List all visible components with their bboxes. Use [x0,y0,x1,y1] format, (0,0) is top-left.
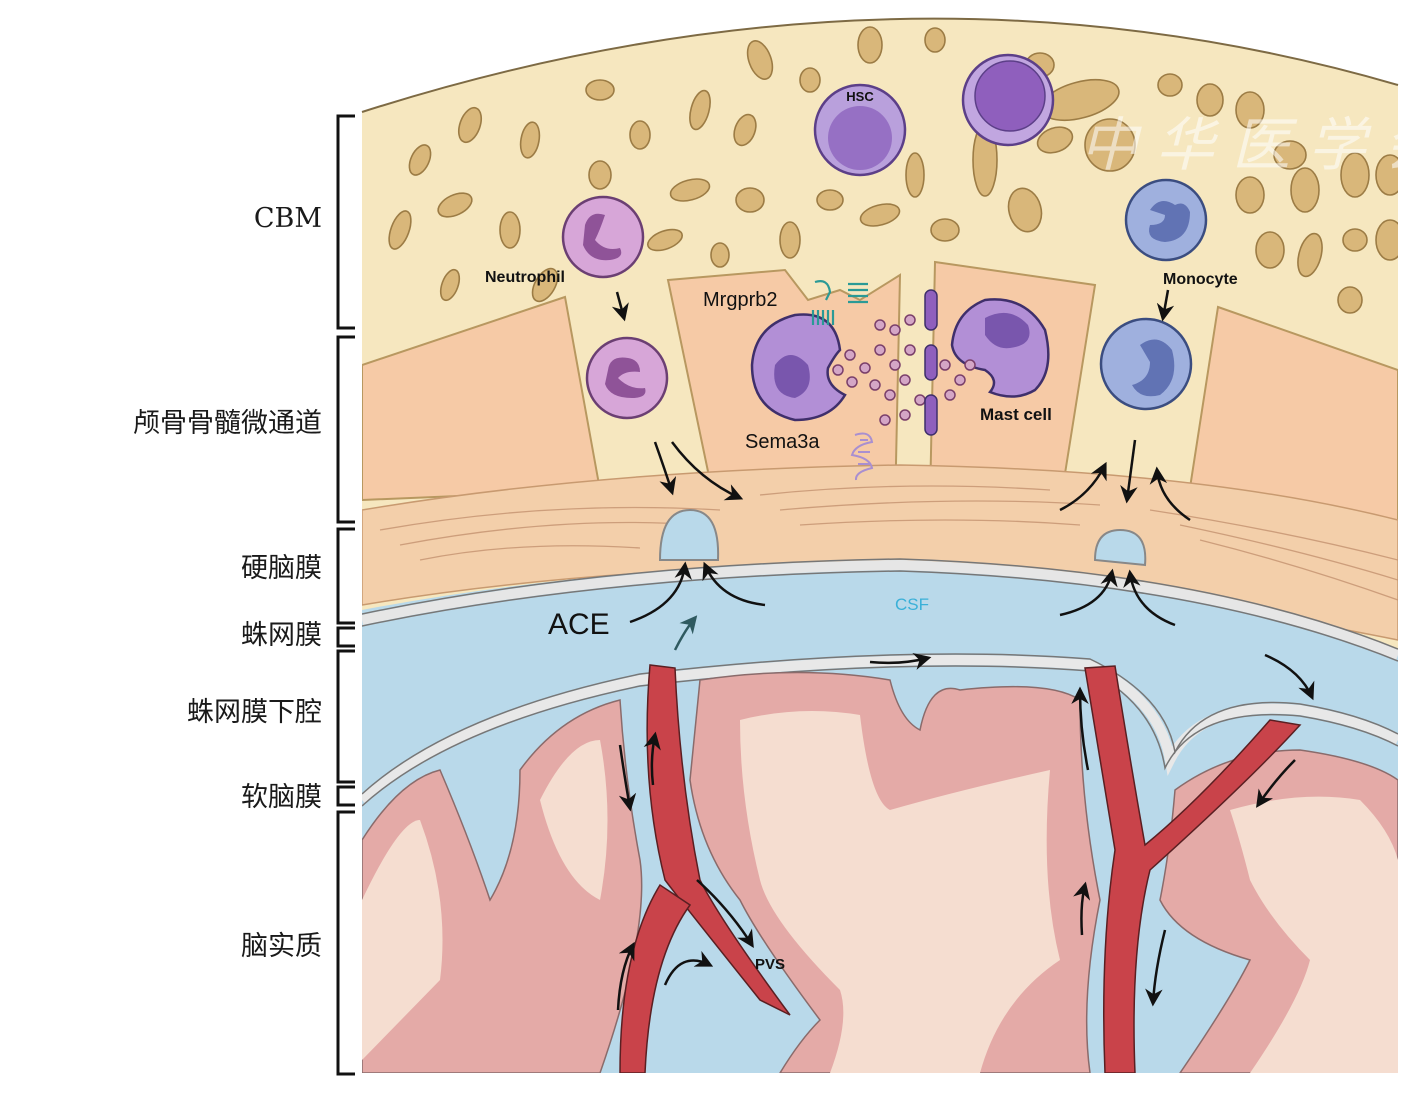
monocyte-cell-channel [1099,317,1193,411]
mast-cell-left [750,313,847,422]
arachnoid-granulation-left [658,508,720,561]
layer-label-pia: 软脑膜 [241,782,322,813]
layer-brackets [336,114,355,1076]
bracket-cbm [336,114,355,330]
hsc-label: HSC [846,89,874,104]
sema3a-label: Sema3a [745,431,820,453]
bracket-arachnoid [336,626,355,648]
layer-label-skull-channel: 颅骨骨髓微通道 [133,408,322,439]
mast-cell-label: Mast cell [980,405,1052,424]
bracket-dura [336,527,355,625]
mast-cell-right [950,298,1050,398]
figure-body: HSC [362,18,1417,1074]
csf-label: CSF [895,595,929,614]
monocyte-label: Monocyte [1163,271,1238,288]
blood-vessels [619,664,1302,1074]
mrgprb2-receptor-icon [811,280,868,325]
layer-label-subarachnoid: 蛛网膜下腔 [187,697,322,728]
pvs-label: PVS [755,956,785,973]
bracket-subarachnoid [336,649,355,784]
layer-label-arachnoid: 蛛网膜 [241,620,322,651]
dura-fibers [379,485,1398,601]
layer-label-cbm: CBM [253,203,322,234]
vascular-wall-segments [924,289,938,436]
bone-spicules [388,26,1398,314]
layer-label-dura: 硬脑膜 [241,553,322,584]
bracket-pia [336,785,355,807]
skull-outer-edge [361,17,1399,113]
arachnoid-membrane [362,559,1398,660]
mast-cell-granules [832,314,976,426]
ace-flow-arrow [673,615,698,651]
brain-parenchyma [362,671,1398,1074]
ace-label: ACE [548,608,610,641]
flow-arrows [611,289,1315,1011]
neutrophil-label: Neutrophil [485,269,565,286]
pia-mater [362,655,1398,804]
layer-label-parenchyma: 脑实质 [241,931,322,962]
arachnoid-granulation-right [1093,528,1147,567]
mrgprb2-label: Mrgprb2 [703,289,777,311]
bracket-parenchyma [336,810,355,1076]
neutrophil-cell-channel [585,336,669,420]
lymphocyte-cell [961,53,1055,147]
hsc-cell: HSC [813,83,907,177]
neutrophil-cell-bone [561,195,645,279]
sema3a-molecule-icon [850,432,874,481]
watermark: 中华医学会 [1080,111,1417,179]
bracket-skull-channel [336,335,355,524]
monocyte-cell-bone [1124,178,1208,262]
